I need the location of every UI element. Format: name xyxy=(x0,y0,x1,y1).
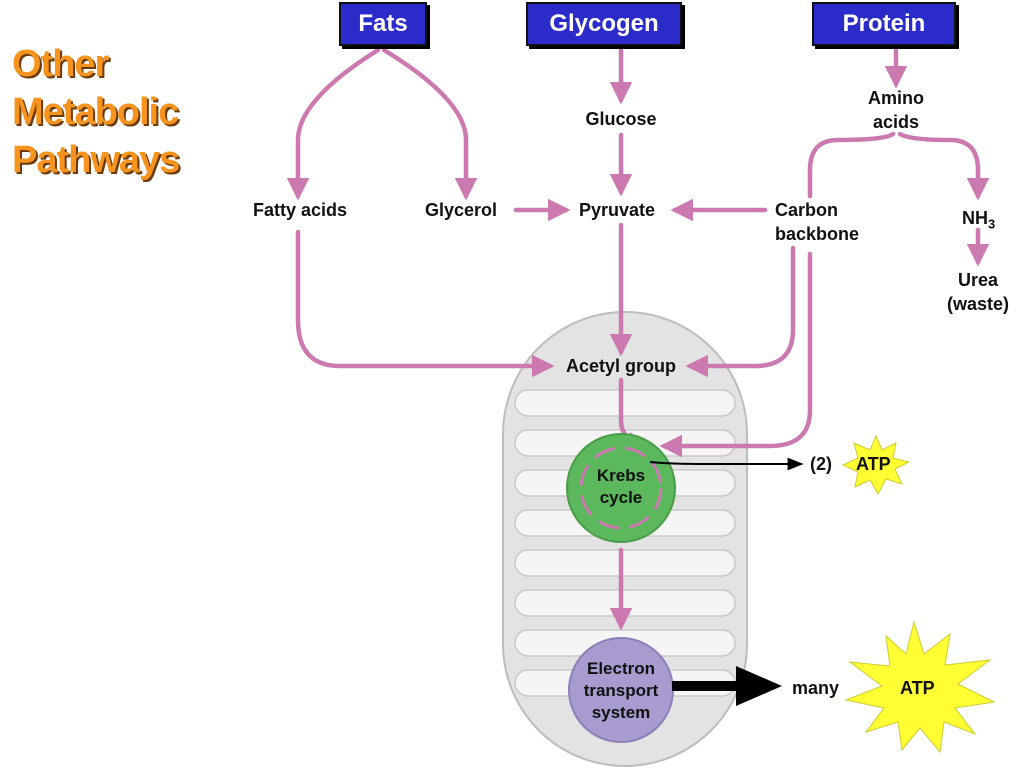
carbon-backbone-line-1: Carbon xyxy=(775,200,838,220)
ets-line-2: transport xyxy=(583,681,659,700)
nh3-subscript: 3 xyxy=(988,216,996,232)
glycerol-label: Glycerol xyxy=(425,200,498,220)
krebs-cycle-label: Krebs cycle xyxy=(571,465,671,509)
carbon-backbone-line-2: backbone xyxy=(775,224,860,244)
ets-line-1: Electron xyxy=(586,659,656,678)
atp-star-large xyxy=(844,620,996,754)
title-line-3: Pathways xyxy=(12,139,180,181)
arrow-ets-to-atp xyxy=(672,666,782,706)
arrow-fats-to-fatty-acids xyxy=(286,47,381,201)
krebs-line-1: Krebs xyxy=(596,466,646,485)
ets-line-3: system xyxy=(591,703,651,722)
fatty-acids-label: Fatty acids xyxy=(253,200,348,220)
protein-box: Protein xyxy=(812,2,956,46)
arrow-amino-to-nh3 xyxy=(897,131,990,201)
krebs-cycle-node xyxy=(566,433,676,543)
arrow-fatty-acids-to-acetyl xyxy=(295,229,555,378)
atp-large-label: ATP xyxy=(900,678,935,698)
nh3-main: NH xyxy=(962,208,988,228)
urea-label: Urea (waste) xyxy=(932,268,1024,316)
nh3-label: NH3 xyxy=(962,206,995,237)
urea-line-1: Urea xyxy=(957,270,999,290)
arrow-carbon-backbone-to-acetyl xyxy=(685,245,796,378)
ets-atp-yield: many xyxy=(792,678,840,698)
urea-line-2: (waste) xyxy=(946,294,1009,314)
atp-star-small xyxy=(841,434,911,496)
fats-box: Fats xyxy=(339,2,427,46)
arrow-krebs-to-atp xyxy=(649,457,804,471)
amino-acids-line-1: Amino xyxy=(868,88,924,108)
arrow-amino-to-carbon-backbone xyxy=(807,131,896,199)
atp-small-label: ATP xyxy=(856,454,891,474)
krebs-atp-yield: (2) xyxy=(810,454,832,474)
glucose-label: Glucose xyxy=(585,109,657,129)
krebs-line-2: cycle xyxy=(599,488,643,507)
arrow-carbon-backbone-to-krebs xyxy=(659,251,813,458)
arrow-fats-to-glycerol xyxy=(381,47,478,201)
title-line-1: Other xyxy=(12,43,109,85)
title-line-2: Metabolic xyxy=(12,91,179,133)
electron-transport-label: Electron transport system xyxy=(571,658,671,724)
page-title: Other Metabolic Pathways xyxy=(12,40,180,184)
glycogen-box: Glycogen xyxy=(526,2,682,46)
pyruvate-label: Pyruvate xyxy=(579,200,656,220)
amino-acids-label: Amino acids xyxy=(846,86,946,134)
acetyl-group-label: Acetyl group xyxy=(565,356,676,376)
amino-acids-line-2: acids xyxy=(872,112,920,132)
carbon-backbone-label: Carbon backbone xyxy=(775,198,859,246)
